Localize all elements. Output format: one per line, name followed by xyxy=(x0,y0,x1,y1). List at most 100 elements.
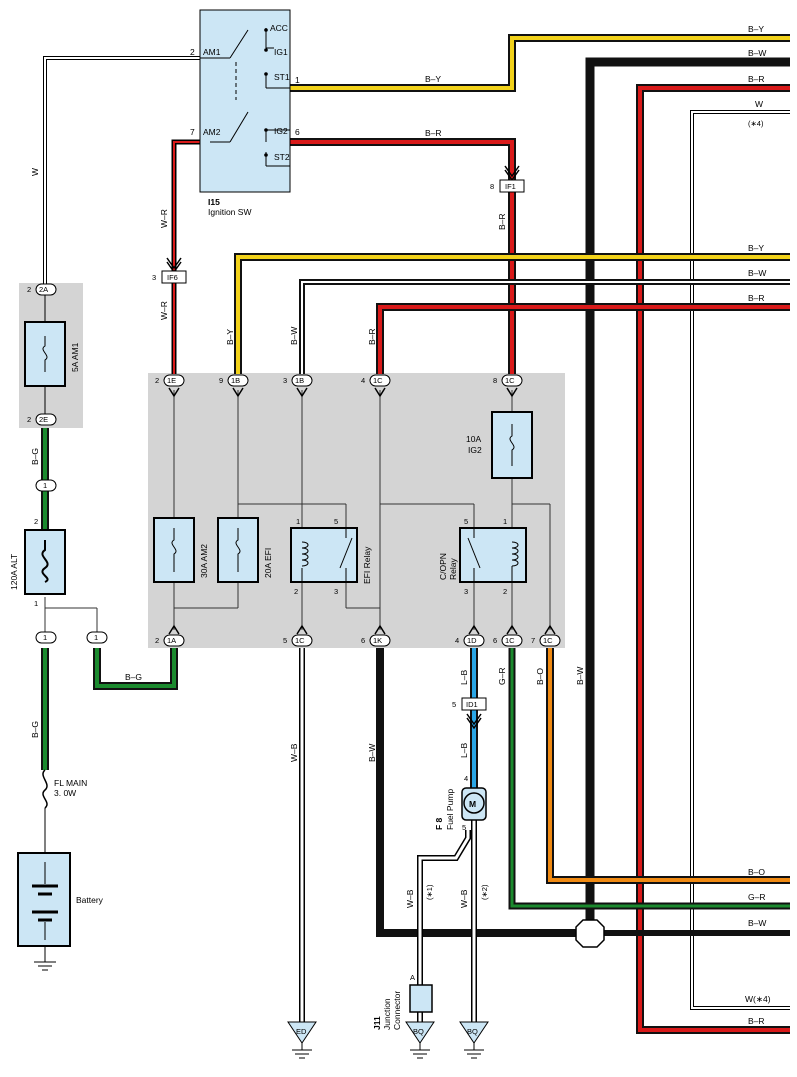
bot-conn-1c3-label: 1C xyxy=(543,636,553,645)
wl-br-top: B–R xyxy=(748,74,765,84)
fuse-ig2-name: IG2 xyxy=(468,445,482,455)
fuse-am1-label: 5A AM1 xyxy=(70,342,80,372)
am1-fuse: 2A 2 5A AM1 2E 2 xyxy=(24,283,80,426)
id1-pin: 5 xyxy=(452,700,456,709)
bot-conn-1a-label: 1A xyxy=(167,636,176,645)
pump-pin4: 4 xyxy=(464,774,468,783)
jc-name-1: Junction xyxy=(382,998,392,1030)
fuse-alt-label: 120A ALT xyxy=(9,554,19,590)
wl-bw-mid: B–W xyxy=(748,268,766,278)
jc-code: J11 xyxy=(372,1016,382,1030)
ig-term-am1: AM1 xyxy=(203,47,221,57)
bot-conn-1c-label: 1C xyxy=(295,636,305,645)
wl-w4-bot: W(∗4) xyxy=(745,994,771,1004)
efi-pin1: 1 xyxy=(296,517,300,526)
wl-w4-top: (∗4) xyxy=(748,119,764,128)
battery-ground xyxy=(34,961,56,971)
id1-label: ID1 xyxy=(466,700,478,709)
if1-label: IF1 xyxy=(505,182,516,191)
copn-pin2: 2 xyxy=(503,587,507,596)
wl-bw-1k: B–W xyxy=(367,744,377,762)
wl-wr-upper: W–R xyxy=(159,209,169,228)
ig-term-ig2: IG2 xyxy=(274,126,288,136)
wl-by-top: B–Y xyxy=(748,24,764,34)
fl-main-name: FL MAIN xyxy=(54,778,87,788)
wl-wr-lower: W–R xyxy=(159,301,169,320)
ground-ed: ED xyxy=(296,1027,307,1036)
wl-gr-bot: G–R xyxy=(748,892,765,902)
copn-relay-label-1: C/OPN xyxy=(438,553,448,580)
wl-bw-bot: B–W xyxy=(748,918,766,928)
wl-w-am1: W xyxy=(30,168,40,176)
wl-note2: (∗2) xyxy=(480,884,489,900)
conn-1-c: 1 xyxy=(94,633,98,642)
wl-bo-bot: B–O xyxy=(748,867,765,877)
ig-pin-ig2: 6 xyxy=(295,127,300,137)
pump-name: Fuel Pump xyxy=(445,789,455,830)
wires xyxy=(41,34,790,1034)
ig-pin-am1: 2 xyxy=(190,47,195,57)
wl-bg-upper: B–G xyxy=(30,448,40,465)
top-conn-1b2-pin: 3 xyxy=(283,376,287,385)
bot-conn-1c3-pin: 7 xyxy=(531,636,535,645)
copn-relay: 5 1 3 2 C/OPN Relay xyxy=(438,517,527,596)
wl-gr-1c: G–R xyxy=(497,668,507,685)
jb-top-connectors: 1E 2 1B 9 1B 3 1C 4 1C 8 xyxy=(155,374,523,398)
wl-bw-1b: B–W xyxy=(289,327,299,345)
conn-2a-label: 2A xyxy=(39,285,48,294)
ignition-name: Ignition SW xyxy=(208,207,251,217)
wl-lb-upper: L–B xyxy=(459,670,469,685)
bot-conn-1c2-pin: 6 xyxy=(493,636,497,645)
copn-pin3: 3 xyxy=(464,587,468,596)
wl-by-1b: B–Y xyxy=(225,329,235,345)
top-conn-1c2-label: 1C xyxy=(505,376,515,385)
if1-pin: 8 xyxy=(490,182,494,191)
bot-conn-1c2-label: 1C xyxy=(505,636,515,645)
bot-conn-1d-pin: 4 xyxy=(455,636,459,645)
wl-lb-lower: L–B xyxy=(459,743,469,758)
wl-bo-1c: B–O xyxy=(535,668,545,685)
top-conn-1c-label: 1C xyxy=(373,376,383,385)
ig-pin-am2: 7 xyxy=(190,127,195,137)
fuel-pump: 4 M 5 F 8 Fuel Pump xyxy=(434,774,487,832)
fl-main-size: 3. 0W xyxy=(54,788,76,798)
top-conn-1b-label: 1B xyxy=(231,376,240,385)
ig-term-acc: ACC xyxy=(270,23,288,33)
conn-2e-pin: 2 xyxy=(27,415,31,424)
battery: Battery xyxy=(17,852,104,947)
bot-conn-1k-pin: 6 xyxy=(361,636,365,645)
ig-term-ig1: IG1 xyxy=(274,47,288,57)
ground-bq-2: BQ xyxy=(467,1027,478,1036)
ig-term-am2: AM2 xyxy=(203,127,221,137)
copn-relay-label-2: Relay xyxy=(448,558,458,580)
fuse-efi-label: 20A EFI xyxy=(263,548,273,578)
bot-conn-1c-pin: 5 xyxy=(283,636,287,645)
wl-by-st1: B–Y xyxy=(425,74,441,84)
wl-by-mid: B–Y xyxy=(748,243,764,253)
fuse-ig2-amp: 10A xyxy=(466,434,481,444)
wl-note1: (∗1) xyxy=(425,884,434,900)
grounds: ED BQ BQ xyxy=(287,1021,489,1059)
top-conn-1b2-label: 1B xyxy=(295,376,304,385)
efi-pin5: 5 xyxy=(334,517,338,526)
wl-br-mid: B–R xyxy=(748,293,765,303)
ig-term-st2: ST2 xyxy=(274,152,290,162)
inline-connectors: IF1 8 IF6 3 ID1 5 xyxy=(152,165,525,730)
battery-label: Battery xyxy=(76,895,104,905)
wl-w-top: W xyxy=(755,99,763,109)
jc-name-2: Connector xyxy=(392,991,402,1030)
wl-wb-bq: W–B xyxy=(459,889,469,908)
efi-relay: 1 5 2 3 EFI Relay xyxy=(290,517,372,596)
bot-conn-1k-label: 1K xyxy=(373,636,382,645)
wl-wb-ed: W–B xyxy=(289,743,299,762)
jc-pin-a: A xyxy=(410,973,415,982)
wl-bw-trunk: B–W xyxy=(575,667,585,685)
alt-pin2: 2 xyxy=(34,517,38,526)
bot-conn-1a-pin: 2 xyxy=(155,636,159,645)
conn-1-a: 1 xyxy=(43,481,47,490)
wl-bg-loop: B–G xyxy=(125,672,142,682)
efi-relay-label: EFI Relay xyxy=(362,546,372,584)
ignition-switch: ACC IG1 ST1 AM1 AM2 IG2 ST2 2 1 7 6 I15 … xyxy=(190,9,300,217)
wl-bw-top: B–W xyxy=(748,48,766,58)
